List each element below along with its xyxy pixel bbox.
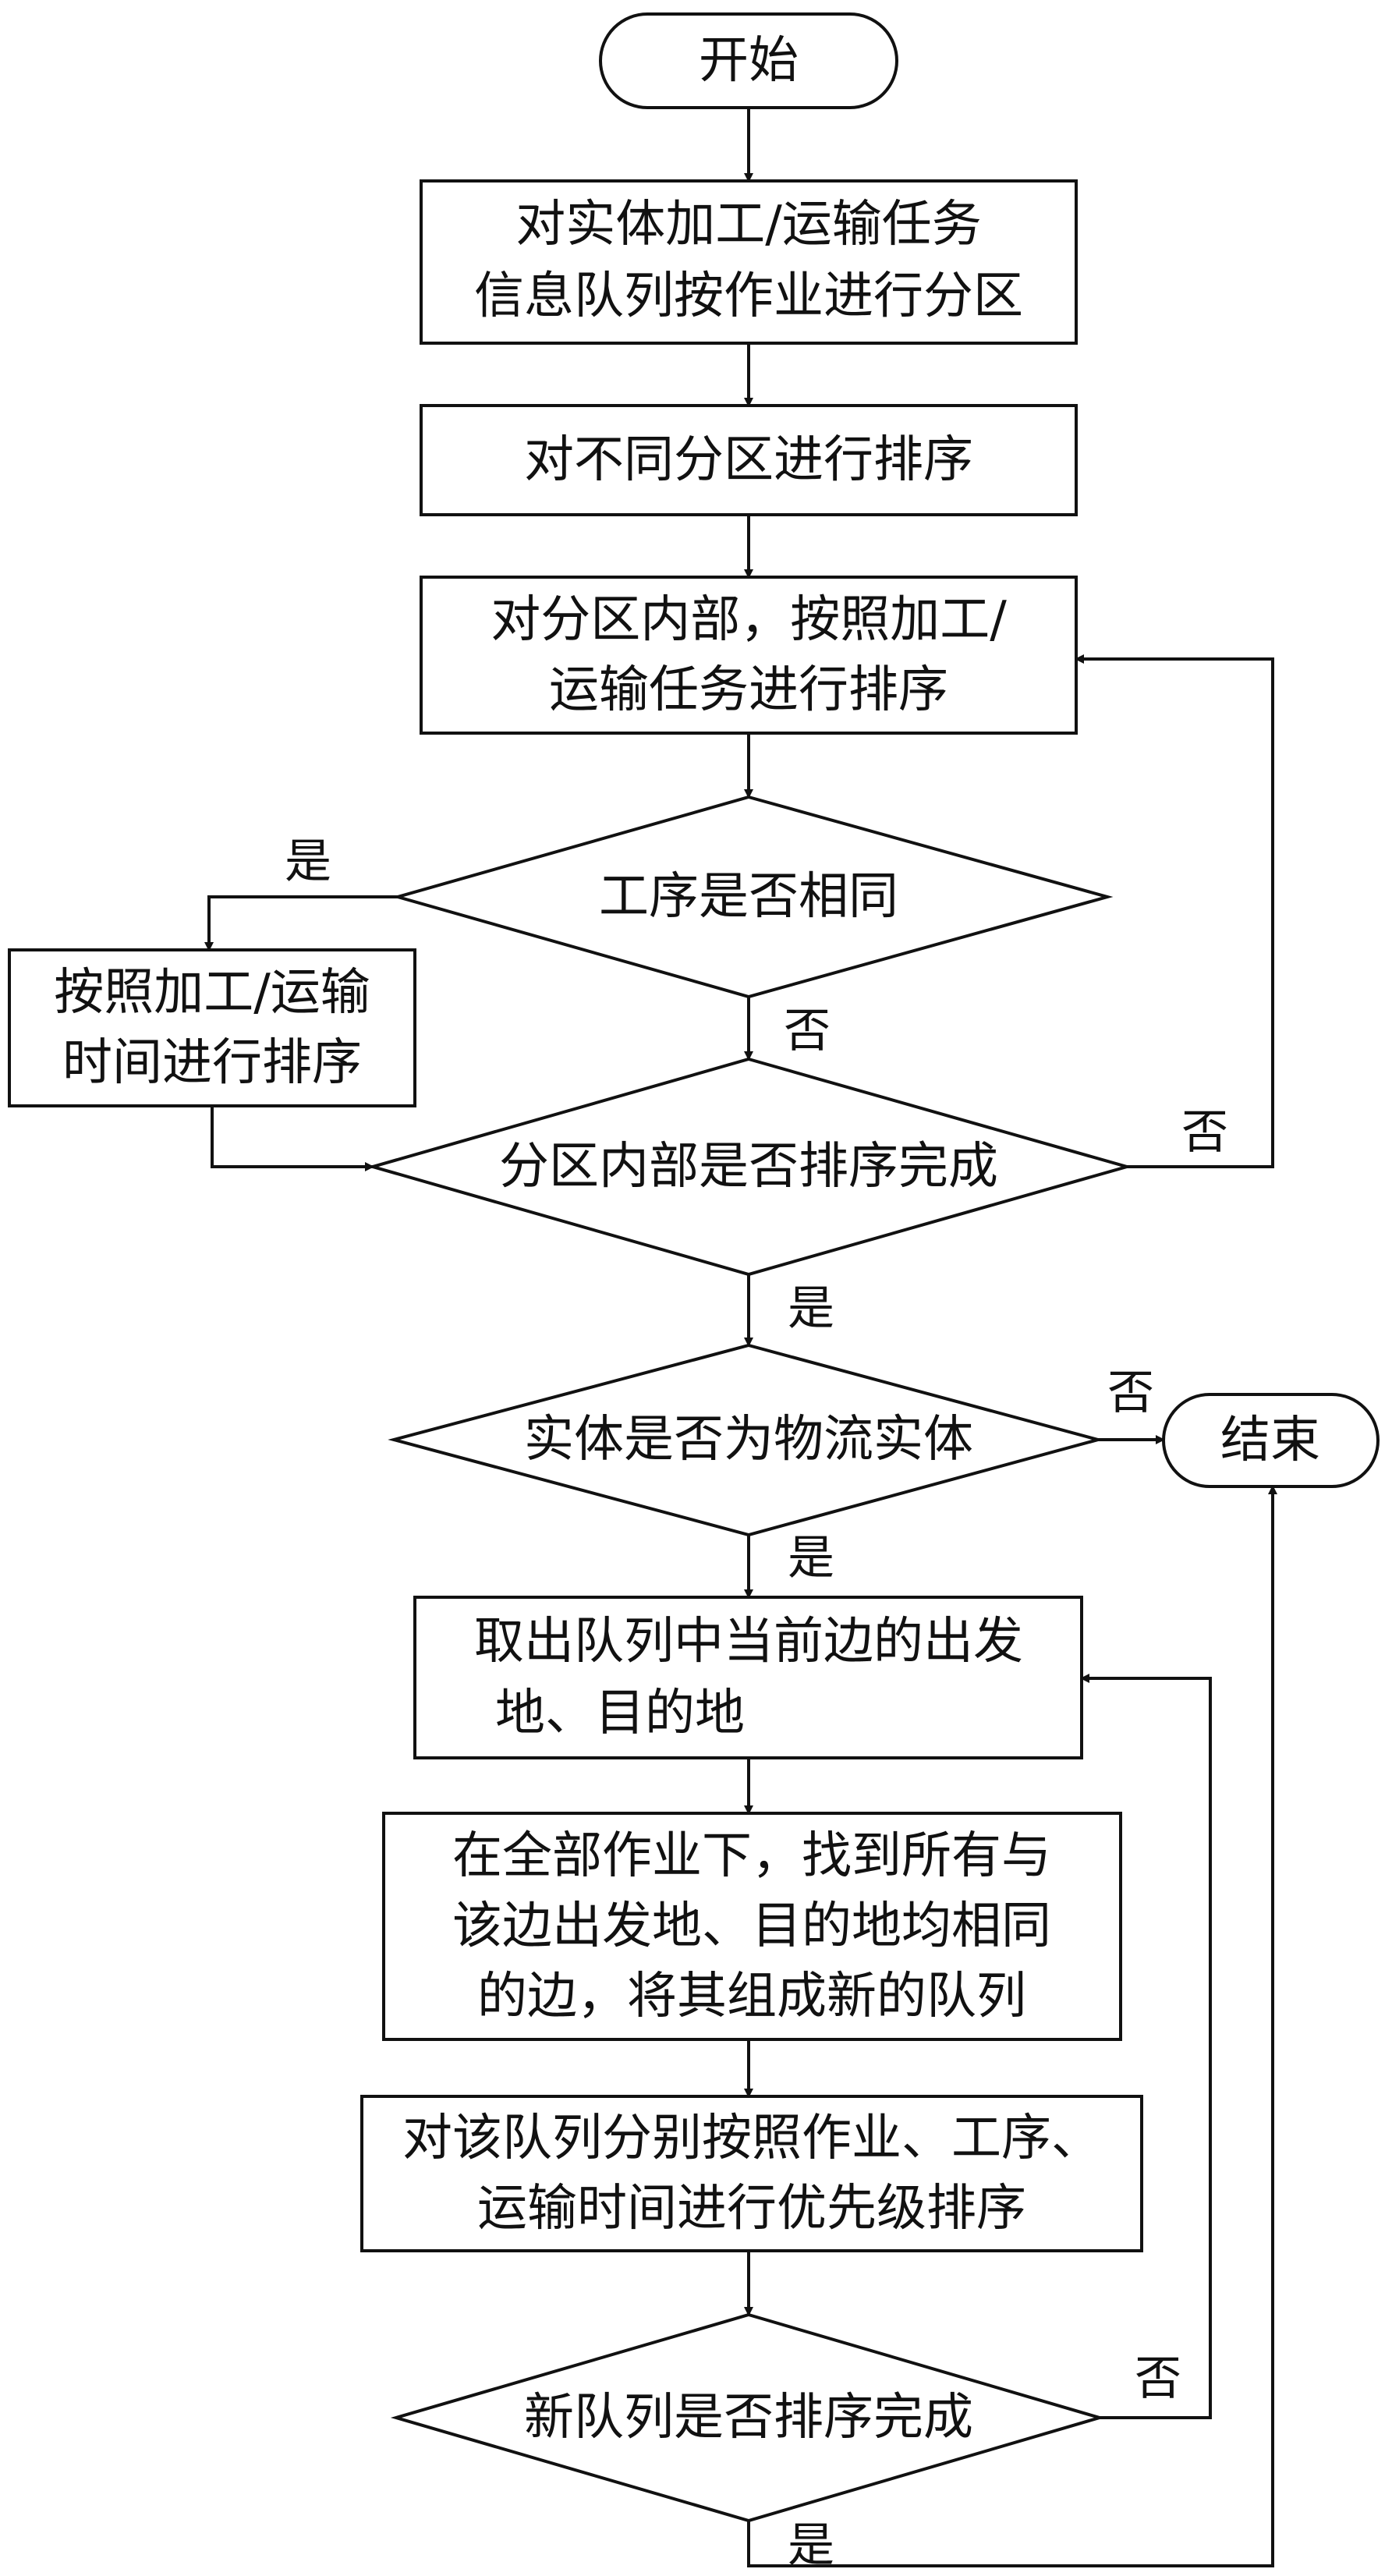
decision-same-process-label: 工序是否相同 (599, 868, 898, 926)
step-partition-line-1: 对实体加工/运输任务 (515, 196, 982, 253)
decision-logistics-label: 实体是否为物流实体 (524, 1411, 973, 1469)
end-label: 结束 (1220, 1412, 1320, 1469)
start-node: 开始 (599, 12, 898, 109)
label-partition-done-no: 否 (1181, 1105, 1228, 1160)
step-sort-partitions-label: 对不同分区进行排序 (524, 431, 973, 489)
end-node: 结束 (1162, 1393, 1380, 1488)
step-priority-sort-line-2: 运输时间进行优先级排序 (477, 2180, 1026, 2238)
step-priority-sort-line-1: 对该队列分别按照作业、工序、 (402, 2110, 1101, 2167)
arrow-sort-by-time-to-partition-done (211, 1106, 374, 1171)
step-sort-partitions-node: 对不同分区进行排序 (420, 404, 1078, 516)
arrow-same-process-yes (204, 895, 398, 951)
label-logistics-no: 否 (1107, 1366, 1154, 1420)
label-partition-done-yes: 是 (788, 1281, 834, 1336)
step-partition-line-2: 信息队列按作业进行分区 (474, 268, 1023, 325)
label-same-process-no: 否 (784, 1004, 831, 1058)
step-find-edges-line-1: 在全部作业下，找到所有与 (452, 1827, 1051, 1885)
label-logistics-yes: 是 (788, 1531, 834, 1586)
arrow-new-queue-done-yes-to-end (747, 1485, 1277, 2567)
step-sort-by-time-line-2: 时间进行排序 (62, 1034, 362, 1092)
step-sort-inside-line-2: 运输任务进行排序 (549, 661, 948, 719)
decision-new-queue-done-node: 新队列是否排序完成 (390, 2312, 1106, 2523)
step-sort-inside-line-1: 对分区内部，按照加工/ (491, 591, 1007, 649)
step-take-edge-line-2: 地、目的地 (495, 1685, 745, 1742)
label-same-process-yes: 是 (285, 834, 331, 889)
arrow-new-queue-done-no-loop (1080, 1674, 1212, 2419)
decision-same-process-node: 工序是否相同 (391, 795, 1114, 999)
step-find-edges-node: 在全部作业下，找到所有与 该边出发地、目的地均相同 的边，将其组成新的队列 (382, 1812, 1122, 2041)
step-take-edge-line-1: 取出队列中当前边的出发 (474, 1613, 1023, 1671)
start-label: 开始 (699, 32, 799, 90)
decision-new-queue-done-label: 新队列是否排序完成 (524, 2389, 973, 2447)
label-new-queue-done-yes: 是 (788, 2518, 834, 2573)
step-find-edges-line-3: 的边，将其组成新的队列 (477, 1968, 1026, 2025)
step-partition-node: 对实体加工/运输任务 信息队列按作业进行分区 (420, 179, 1078, 345)
label-new-queue-done-no: 否 (1135, 2351, 1181, 2406)
step-priority-sort-node: 对该队列分别按照作业、工序、 运输时间进行优先级排序 (360, 2095, 1143, 2252)
decision-partition-done-node: 分区内部是否排序完成 (367, 1057, 1133, 1277)
step-sort-inside-node: 对分区内部，按照加工/ 运输任务进行排序 (420, 576, 1078, 735)
decision-partition-done-label: 分区内部是否排序完成 (499, 1138, 998, 1196)
step-sort-by-time-line-1: 按照加工/运输 (54, 964, 370, 1022)
step-take-edge-node: 取出队列中当前边的出发 地、目的地 (413, 1596, 1083, 1759)
arrow-partition-done-no-loop (1075, 654, 1274, 1168)
decision-logistics-node: 实体是否为物流实体 (388, 1343, 1104, 1537)
step-find-edges-line-2: 该边出发地、目的地均相同 (452, 1897, 1051, 1955)
step-sort-by-time-node: 按照加工/运输 时间进行排序 (8, 948, 416, 1107)
